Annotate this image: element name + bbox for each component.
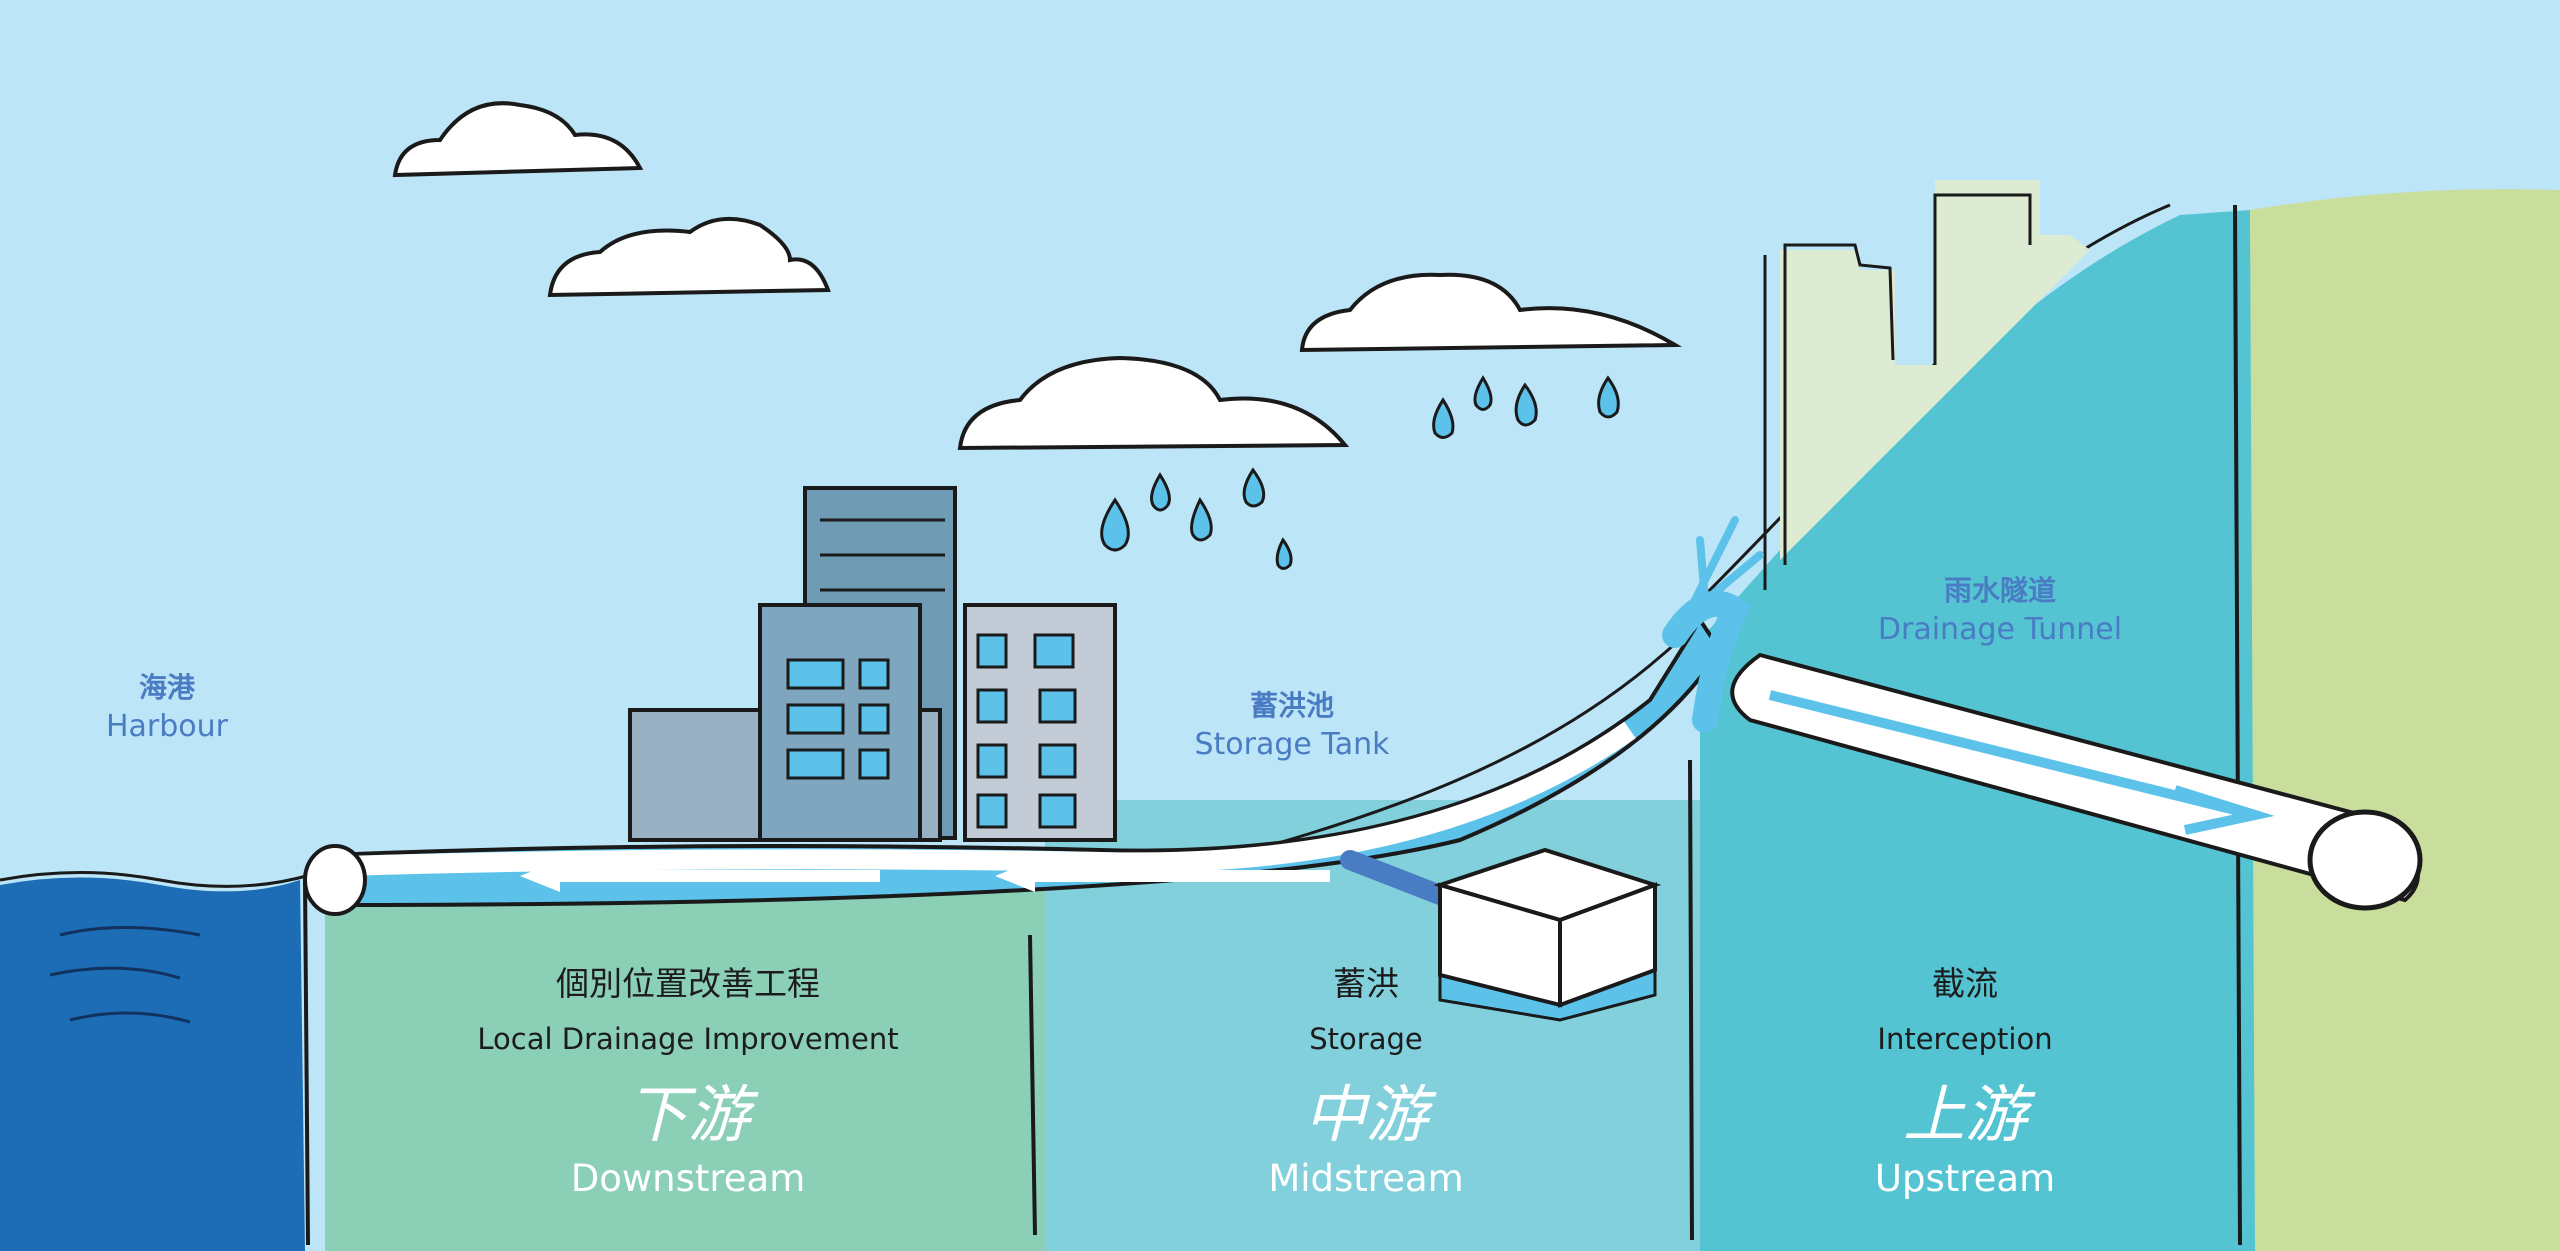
midstream-measure-en: Storage (1309, 1022, 1423, 1056)
flow-arrow-icon (520, 860, 1330, 892)
hill-area (2250, 189, 2560, 1251)
downstream-stage-zh: 下游 (625, 1078, 751, 1151)
upstream-measure-en: Interception (1877, 1022, 2053, 1056)
wave-lines (49, 926, 201, 1024)
drainage-tunnel-label-zh: 雨水隧道 (1943, 574, 2057, 607)
raindrop-icon (1100, 375, 1620, 570)
tunnel-icon (1730, 652, 2423, 911)
harbour-label-en: Harbour (105, 709, 229, 744)
storage-tank-label-zh: 蓄洪池 (1249, 689, 1335, 722)
drainage-tunnel-label-en: Drainage Tunnel (1877, 612, 2123, 647)
building-windows (786, 633, 1077, 829)
midstream-stage-en: Midstream (1268, 1157, 1464, 1200)
divider-line (1688, 759, 1694, 1241)
grass-tuft-icon (1691, 516, 1764, 604)
harbour-water (0, 877, 305, 1251)
cloud-icon (392, 101, 644, 178)
cloud-icon (1299, 272, 1683, 353)
upstream-measure-zh: 截流 (1932, 964, 1998, 1003)
divider-line (1028, 934, 1037, 1236)
midstream-stage-zh: 中游 (1303, 1078, 1429, 1151)
cloud-icon (957, 355, 1350, 451)
divider-line (303, 879, 310, 1246)
downstream-measure-en: Local Drainage Improvement (477, 1022, 899, 1056)
upstream-stage-zh: 上游 (1902, 1078, 2028, 1151)
divider-line (2233, 204, 2242, 1246)
storage-tank-icon (1340, 847, 1662, 1022)
upstream-stage-en: Upstream (1874, 1157, 2056, 1200)
storage-tank-label-en: Storage Tank (1194, 727, 1390, 762)
water-surface-line (0, 871, 311, 888)
distant-building-outline (1933, 193, 2032, 365)
downstream-measure-zh: 個別位置改善工程 (556, 964, 820, 1003)
cloud-icon (547, 216, 831, 298)
distant-building-outline-2 (1783, 243, 1895, 565)
downstream-stage-en: Downstream (570, 1157, 806, 1200)
midstream-measure-zh: 蓄洪 (1333, 964, 1399, 1003)
distant-buildings (1780, 180, 2090, 560)
harbour-label-zh: 海港 (138, 671, 196, 704)
pipe-icon (303, 590, 1752, 916)
downstream-zone (325, 860, 1055, 1251)
